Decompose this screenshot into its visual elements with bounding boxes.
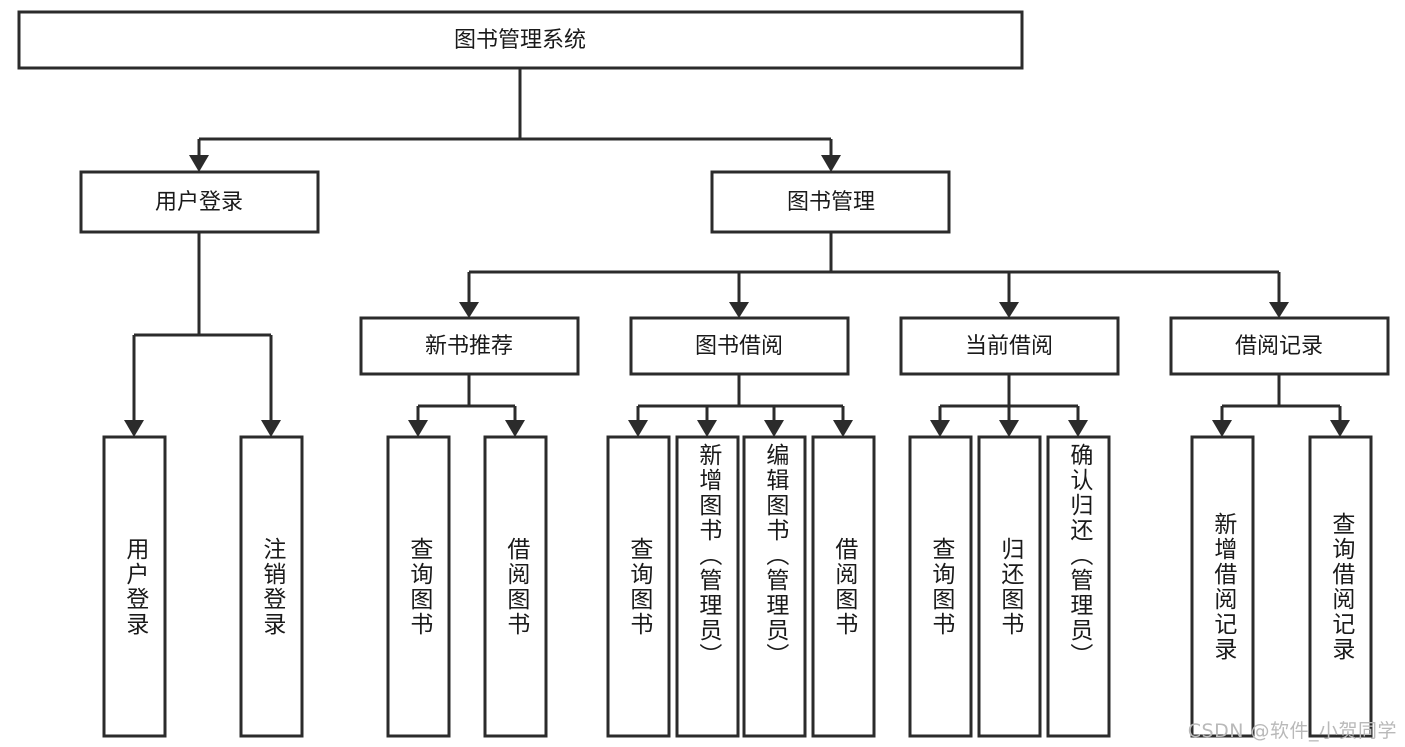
arrow-head-current-borrow <box>999 302 1019 318</box>
node-new-book-recommend[interactable]: 新书推荐 <box>359 316 580 376</box>
arrow-head-leaf-query-book-3 <box>930 420 950 437</box>
arrow-head-leaf-confirm-return <box>1068 420 1088 437</box>
leaf-box-confirm-return[interactable] <box>1046 435 1111 738</box>
node-borrow-record[interactable]: 借阅记录 <box>1169 316 1390 376</box>
node-current-borrow-box[interactable] <box>899 316 1120 376</box>
node-root-box[interactable] <box>17 10 1024 70</box>
arrow-head-borrow-record <box>1269 302 1289 318</box>
leaf-box-borrow-book-2[interactable] <box>811 435 876 738</box>
arrow-head-leaf-user-logout <box>261 420 281 437</box>
node-user-login[interactable]: 用户登录 <box>79 170 320 234</box>
node-new-book-recommend-box[interactable] <box>359 316 580 376</box>
arrow-head-leaf-edit-book <box>764 420 784 437</box>
arrow-head-leaf-query-book-2 <box>628 420 648 437</box>
arrow-head-new-book-recommend <box>459 302 479 318</box>
leaf-box-query-book-2[interactable] <box>606 435 671 738</box>
node-book-borrow-label: 图书借阅 <box>695 334 783 359</box>
leaf-box-borrow-book-1[interactable] <box>483 435 548 738</box>
node-book-manage[interactable]: 图书管理 <box>710 170 951 234</box>
leaf-box-query-book-1[interactable] <box>386 435 451 738</box>
leaf-box-user-login[interactable] <box>102 435 167 738</box>
node-current-borrow-label: 当前借阅 <box>965 334 1053 359</box>
arrow-head-leaf-return-book <box>999 420 1019 437</box>
node-current-borrow[interactable]: 当前借阅 <box>899 316 1120 376</box>
leaf-box-user-logout[interactable] <box>239 435 304 738</box>
node-book-manage-box[interactable] <box>710 170 951 234</box>
leaf-box-return-book[interactable] <box>977 435 1042 738</box>
arrow-head-leaf-borrow-book-1 <box>505 420 525 437</box>
node-book-manage-label: 图书管理 <box>787 190 875 215</box>
leaf-box-query-record[interactable] <box>1308 435 1373 738</box>
arrow-head-leaf-user-login <box>124 420 144 437</box>
connector-layer <box>124 68 1350 437</box>
arrow-head-leaf-query-book-1 <box>408 420 428 437</box>
node-new-book-recommend-label: 新书推荐 <box>425 334 513 359</box>
node-root-label: 图书管理系统 <box>454 28 586 53</box>
node-book-borrow[interactable]: 图书借阅 <box>629 316 850 376</box>
node-user-login-label: 用户登录 <box>155 190 243 215</box>
arrow-head-leaf-borrow-book-2 <box>833 420 853 437</box>
leaf-box-edit-book[interactable] <box>742 435 807 738</box>
leaf-box-add-book[interactable] <box>675 435 740 738</box>
arrow-head-user-login <box>189 155 209 172</box>
node-root[interactable]: 图书管理系统 <box>17 10 1024 70</box>
arrow-head-leaf-add-book <box>697 420 717 437</box>
arrow-head-leaf-add-record <box>1212 420 1232 437</box>
node-borrow-record-box[interactable] <box>1169 316 1390 376</box>
node-book-borrow-box[interactable] <box>629 316 850 376</box>
node-user-login-box[interactable] <box>79 170 320 234</box>
node-borrow-record-label: 借阅记录 <box>1235 334 1323 359</box>
leaf-box-add-record[interactable] <box>1190 435 1255 738</box>
arrow-head-book-manage <box>821 155 841 172</box>
arrow-head-leaf-query-record <box>1330 420 1350 437</box>
leaf-box-query-book-3[interactable] <box>908 435 973 738</box>
arrow-head-book-borrow <box>729 302 749 318</box>
